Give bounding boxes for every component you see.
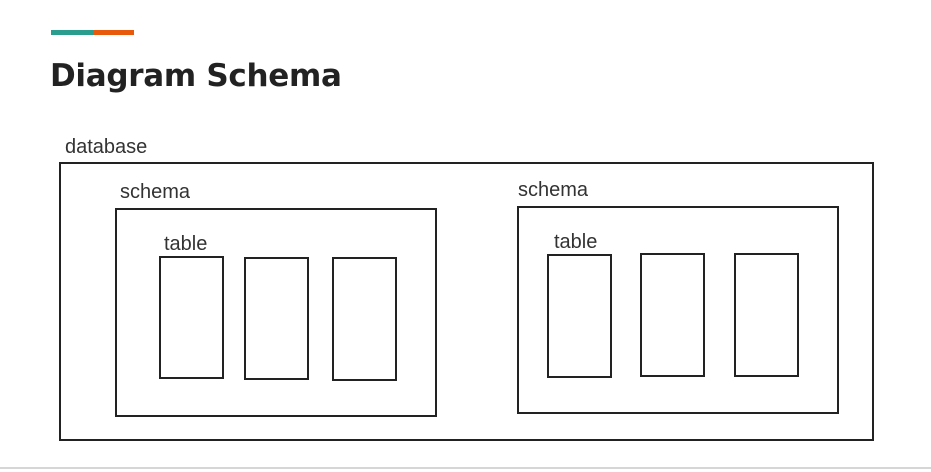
database-box: [59, 162, 874, 441]
schema-box: [517, 206, 839, 414]
schema-label: schema: [120, 181, 191, 203]
table-box: [159, 256, 224, 379]
database-label: database: [65, 136, 148, 158]
table-box: [734, 253, 799, 377]
table-box: [640, 253, 705, 377]
schema-label: schema: [518, 179, 589, 201]
table-box: [547, 254, 612, 378]
title-accent-teal: [51, 30, 93, 35]
schema-box: [115, 208, 437, 417]
footer-divider: [0, 467, 931, 469]
title-accent-orange: [93, 30, 134, 35]
table-box: [244, 257, 309, 380]
table-label: table: [164, 233, 208, 255]
table-label: table: [554, 231, 598, 253]
page-title: Diagram Schema: [50, 58, 342, 94]
table-box: [332, 257, 397, 381]
